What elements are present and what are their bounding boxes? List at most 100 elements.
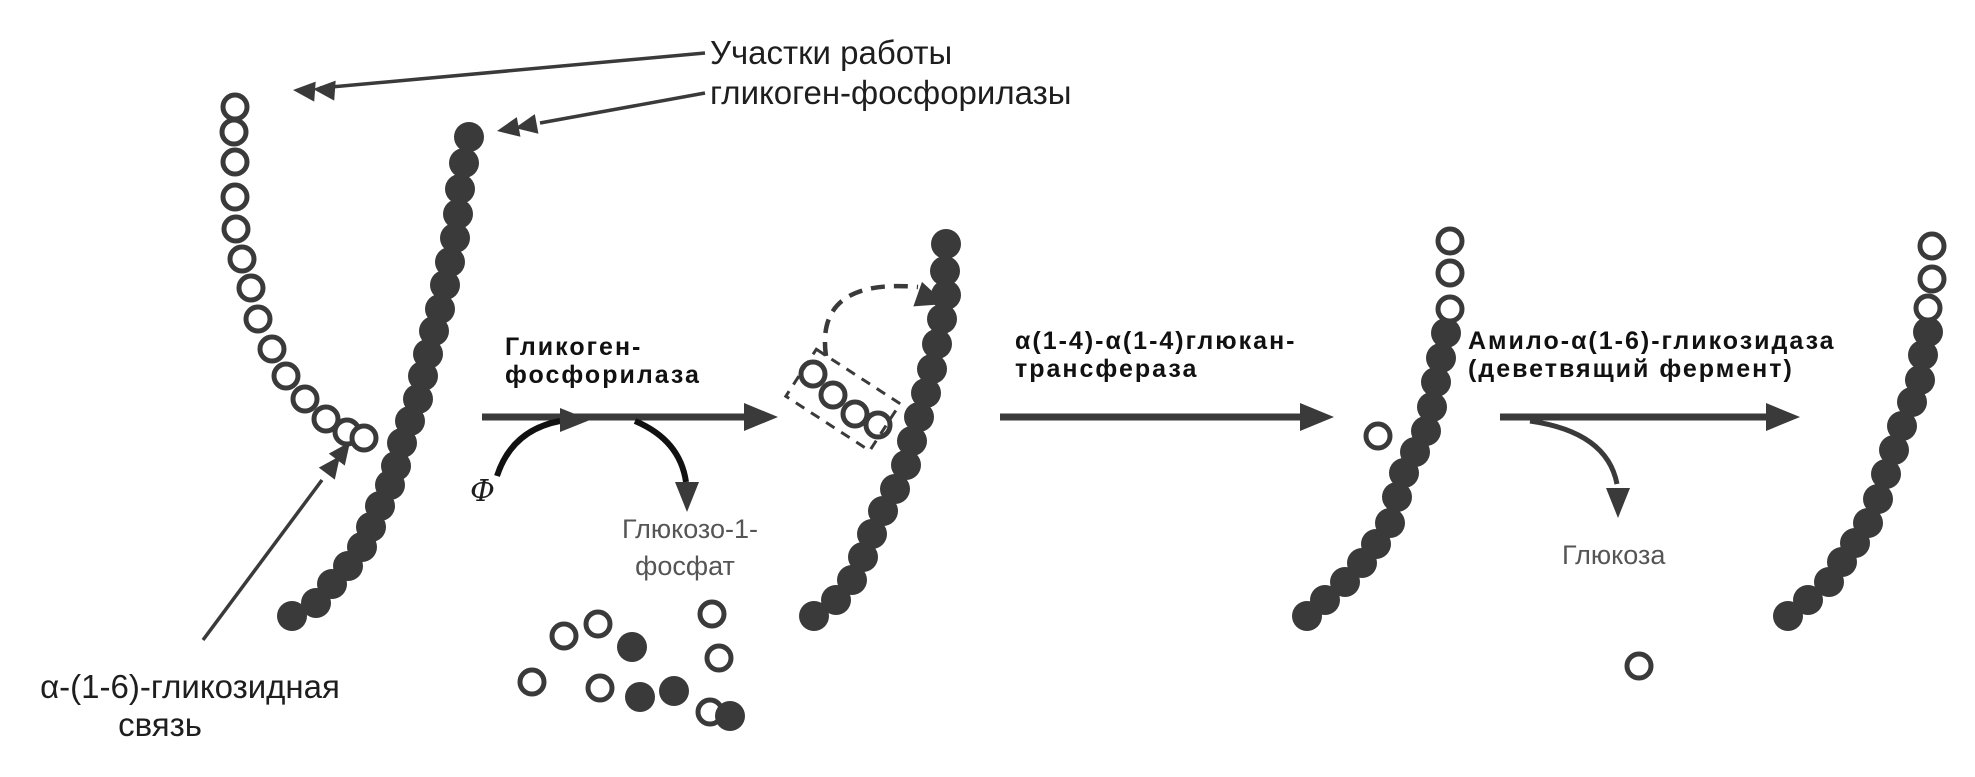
main-chain-molecule4 (1773, 317, 1943, 631)
glucose-label: Глюкоза (1562, 540, 1666, 570)
glucose-residue-filled (897, 426, 927, 456)
main-chain-molecule2 (799, 229, 961, 631)
glucose-residue-filled (799, 601, 829, 631)
glucose-out-curve (1529, 418, 1620, 485)
glucose-residue-filled (1908, 340, 1938, 370)
main-chain-molecule3 (1292, 318, 1461, 631)
g1p-out-head (675, 482, 699, 512)
glucose-residue-filled (1375, 508, 1405, 538)
glucose-residue-filled (440, 223, 470, 253)
glucose-residue-filled (625, 682, 655, 712)
glucose-residue-open (549, 621, 579, 651)
glucose-residue-filled (430, 270, 460, 300)
reaction-arrow-1-head (744, 403, 778, 431)
glucose-residue-open (704, 643, 734, 673)
glucose-residue-open (311, 404, 341, 434)
released-glucose-1-phosphate (517, 599, 745, 731)
pointer-head-sites-upper-2 (313, 80, 336, 101)
glucose-residue-filled (821, 585, 851, 615)
glucose-residue-filled (277, 601, 307, 631)
glucose-residue-open (236, 273, 266, 303)
glucose-residue-filled (891, 450, 921, 480)
glucose-residue-filled (449, 148, 479, 178)
glucose-residue-filled (1913, 317, 1943, 347)
glucose-residue-open (1913, 293, 1943, 323)
outer-branch-molecule1 (219, 92, 379, 453)
glucose-residue-open (798, 359, 828, 389)
alpha-bond-label-line2: связь (118, 706, 202, 743)
pointer-head-sites-upper-1 (293, 81, 316, 102)
glucose-residue-filled (1905, 365, 1935, 395)
glucose-residue-open (818, 380, 848, 410)
glucose-residue-filled (1853, 508, 1883, 538)
glucose-residue-filled (1793, 585, 1823, 615)
glucose-residue-filled (403, 384, 433, 414)
glucose-residue-filled (1887, 411, 1917, 441)
glucose-residue-open (349, 423, 379, 453)
pointer-head-sites-lower-1 (497, 117, 521, 137)
glucose-residue-filled (445, 174, 475, 204)
glucose-residue-open (1624, 651, 1654, 681)
glucose-residue-open (220, 182, 250, 212)
glucose-residue-open (1917, 264, 1947, 294)
limit-branch-box-rect (783, 347, 903, 453)
glucose-residue-open (271, 361, 301, 391)
glucose-residue-open (1435, 258, 1465, 288)
glucose-residue-open (227, 244, 257, 274)
reaction-arrow-3-head (1766, 403, 1800, 431)
glucose-residue-open (1435, 226, 1465, 256)
extended-chain-molecule3 (1435, 226, 1465, 324)
pointer-line-sites-lower (539, 91, 706, 125)
glucose-residue-filled (931, 229, 961, 259)
glucose-residue-open (840, 399, 870, 429)
glucose-residue-open (221, 214, 251, 244)
glucose-residue-filled (443, 199, 473, 229)
glucose-residue-open (583, 609, 613, 639)
step1-enzyme-label-line1: Гликоген- (505, 333, 643, 361)
glucose-out-head (1606, 488, 1630, 518)
main-chain-molecule1 (277, 122, 484, 631)
glucose-residue-open (863, 410, 893, 440)
glucose-residue-open (1363, 421, 1393, 451)
step2-enzyme-label-line1: α(1-4)-α(1-4)глюкан- (1015, 327, 1297, 355)
glucose-residue-filled (880, 474, 910, 504)
glucose-residue-open (220, 147, 250, 177)
glucose-residue-filled (381, 451, 411, 481)
glucose-residue-filled (857, 519, 887, 549)
glucose-1-phosphate-label-line2: фосфат (635, 551, 735, 581)
glucose-residue-filled (1431, 318, 1461, 348)
glucose-residue-filled (413, 339, 443, 369)
glucose-residue-filled (425, 294, 455, 324)
g1p-out-curve (633, 418, 689, 483)
glucose-residue-filled (435, 247, 465, 277)
extended-chain-molecule4 (1913, 231, 1947, 323)
reaction-arrow-2-head (1300, 403, 1334, 431)
phosphate-label: Ф (470, 474, 495, 509)
glucose-residue-filled (1382, 482, 1412, 512)
glucose-residue-open (220, 92, 250, 122)
glucose-residue-filled (659, 676, 689, 706)
alpha-bond-label-line1: α-(1-6)-гликозидная (40, 668, 340, 705)
glucose-residue-filled (868, 496, 898, 526)
glucose-residues (219, 92, 1947, 731)
glucose-residue-filled (922, 329, 952, 359)
glucose-residue-filled (911, 378, 941, 408)
glucose-residue-open (517, 667, 547, 697)
glucose-1-phosphate-label-line1: Глюкозо-1- (621, 514, 759, 544)
pointer-head-alpha-bond-2 (328, 442, 350, 466)
glucose-residue-open (243, 304, 273, 334)
arrows (201, 51, 1800, 642)
glucose-residue-open (257, 334, 287, 364)
phosphorylase-sites-label-line1: Участки работы (710, 34, 953, 71)
step3-enzyme-label-line1: Амило-α(1-6)-гликозидаза (1468, 327, 1836, 355)
glucose-residue-filled (1879, 435, 1909, 465)
glucose-residue-filled (1426, 343, 1456, 373)
pointer-head-alpha-bond-1 (318, 456, 340, 480)
step3-enzyme-label-line2: (деветвящий фермент) (1468, 355, 1794, 383)
glucose-residue-filled (848, 542, 878, 572)
glucose-residue-filled (1863, 484, 1893, 514)
step1-enzyme-label-line2: фосфорилаза (505, 361, 701, 389)
glucose-residue-filled (837, 565, 867, 595)
glucose-residue-open (1917, 231, 1947, 261)
